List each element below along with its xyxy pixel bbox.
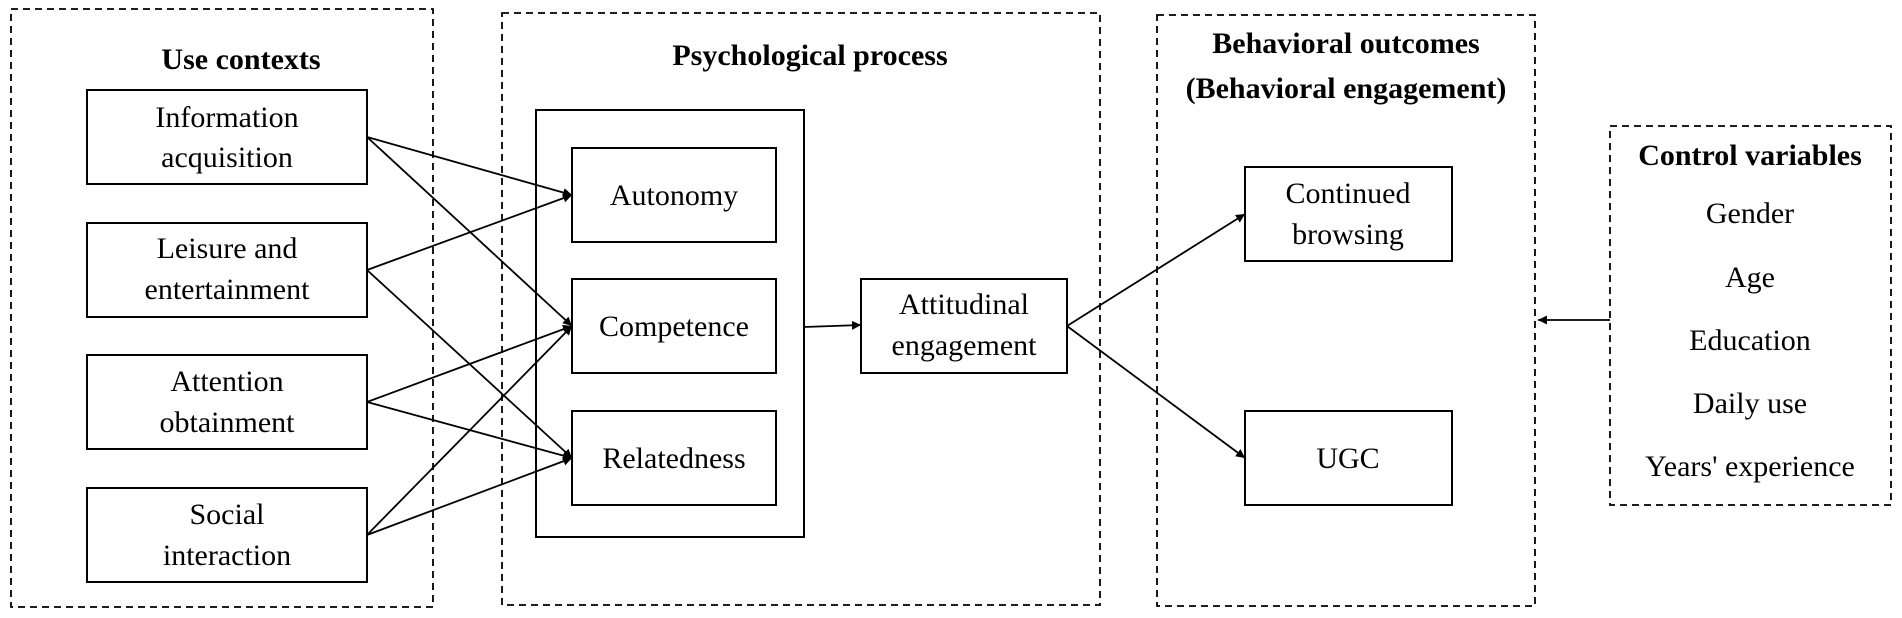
node-social-interaction: Social interaction xyxy=(86,487,368,583)
node-competence: Competence xyxy=(571,278,777,374)
edge-social-to-competence xyxy=(366,325,573,536)
svg-text:obtainment: obtainment xyxy=(160,406,296,439)
use-contexts-group xyxy=(10,8,434,608)
svg-text:Information: Information xyxy=(155,101,298,134)
control-variables-group xyxy=(1609,125,1892,506)
control-education: Education xyxy=(1689,324,1811,357)
svg-text:engagement: engagement xyxy=(892,329,1038,362)
control-daily-use: Daily use xyxy=(1693,387,1807,420)
node-attention-obtainment: Attention obtainment xyxy=(86,354,368,450)
svg-text:Relatedness: Relatedness xyxy=(602,442,745,475)
edge-attitudinal-to-ugc xyxy=(1066,325,1246,459)
edge-attention-to-competence xyxy=(366,324,573,403)
svg-text:Attention: Attention xyxy=(170,365,283,398)
svg-text:Continued: Continued xyxy=(1286,177,1411,210)
node-leisure-and-entertainment: Leisure and entertainment xyxy=(86,222,368,318)
svg-text:UGC: UGC xyxy=(1316,442,1379,475)
svg-text:Attitudinal: Attitudinal xyxy=(899,288,1029,321)
node-continued-browsing: Continued browsing xyxy=(1244,166,1453,262)
node-autonomy: Autonomy xyxy=(571,147,777,243)
behavioral-outcomes-group xyxy=(1156,14,1536,607)
svg-text:browsing: browsing xyxy=(1292,218,1404,251)
edge-social-to-relatedness xyxy=(366,456,573,536)
node-relatedness: Relatedness xyxy=(571,410,777,506)
svg-text:Social: Social xyxy=(190,498,265,531)
psychological-process-heading: Psychological process xyxy=(672,39,947,72)
behavioral-engagement-heading: (Behavioral engagement) xyxy=(1186,72,1507,105)
svg-text:Competence: Competence xyxy=(599,310,749,343)
svg-text:Leisure and: Leisure and xyxy=(157,232,298,265)
svg-text:Autonomy: Autonomy xyxy=(610,179,738,212)
edge-information-to-competence xyxy=(366,136,573,327)
control-variables-heading: Control variables xyxy=(1638,139,1862,172)
svg-text:entertainment: entertainment xyxy=(145,273,311,306)
svg-text:interaction: interaction xyxy=(163,539,291,572)
edge-attitudinal-to-browsing xyxy=(1066,213,1246,327)
node-attitudinal-engagement: Attitudinal engagement xyxy=(860,278,1068,374)
behavioral-outcomes-heading: Behavioral outcomes xyxy=(1212,27,1479,60)
svg-text:acquisition: acquisition xyxy=(161,141,293,174)
edge-leisure-to-autonomy xyxy=(366,193,573,271)
control-gender: Gender xyxy=(1706,197,1794,230)
use-contexts-heading: Use contexts xyxy=(161,43,320,76)
control-years-experience: Years' experience xyxy=(1645,450,1855,483)
node-ugc: UGC xyxy=(1244,410,1453,506)
edge-information-to-autonomy xyxy=(366,136,573,197)
node-information-acquisition: Information acquisition xyxy=(86,89,368,185)
control-age: Age xyxy=(1725,261,1775,294)
edge-needs-to-attitudinal xyxy=(803,320,862,330)
psychological-process-group xyxy=(501,12,1101,606)
